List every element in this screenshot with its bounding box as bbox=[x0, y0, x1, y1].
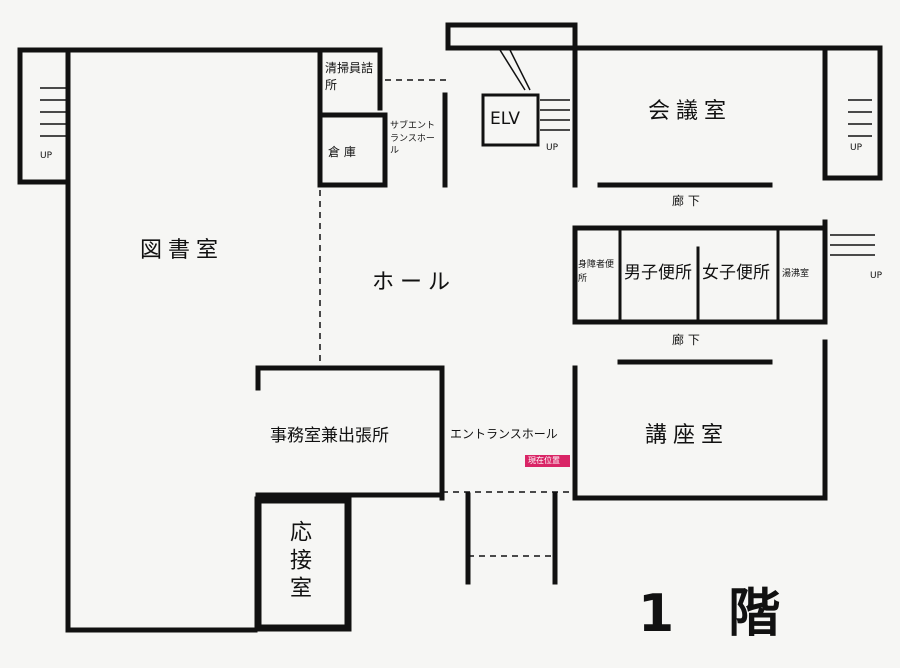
room-mens-wc: 男子便所 bbox=[624, 263, 692, 283]
stair-up-left: UP bbox=[40, 151, 53, 161]
stair-up-outside: UP bbox=[870, 271, 883, 281]
room-accessible-wc: 身障者便所 bbox=[578, 260, 615, 285]
room-sub-entrance: サブエントランスホール bbox=[390, 121, 436, 157]
room-reception: 応接室 bbox=[286, 520, 311, 604]
room-lecture: 講座室 bbox=[645, 423, 730, 448]
room-hall: ホール bbox=[372, 270, 457, 295]
corridor-top: 廊 下 bbox=[672, 194, 700, 208]
stair-up-elv: UP bbox=[546, 143, 559, 153]
floor-title: 1 階 bbox=[638, 584, 799, 644]
room-storage: 倉 庫 bbox=[328, 145, 356, 159]
room-library: 図書室 bbox=[140, 238, 225, 263]
room-womens-wc: 女子便所 bbox=[702, 263, 770, 283]
current-location-label: 現在位置 bbox=[528, 456, 560, 465]
room-conference: 会議室 bbox=[648, 99, 733, 124]
room-office: 事務室兼出張所 bbox=[270, 426, 389, 446]
current-location-marker bbox=[525, 455, 570, 467]
room-entrance: エントランスホール bbox=[450, 427, 558, 441]
room-janitor: 湯沸室 bbox=[782, 269, 810, 279]
corridor-bottom: 廊 下 bbox=[672, 333, 700, 347]
wall-left-stair bbox=[17, 47, 73, 185]
room-elevator: ELV bbox=[490, 109, 520, 129]
room-cleaning: 清掃員詰所 bbox=[325, 61, 374, 92]
stair-up-right: UP bbox=[850, 143, 863, 153]
